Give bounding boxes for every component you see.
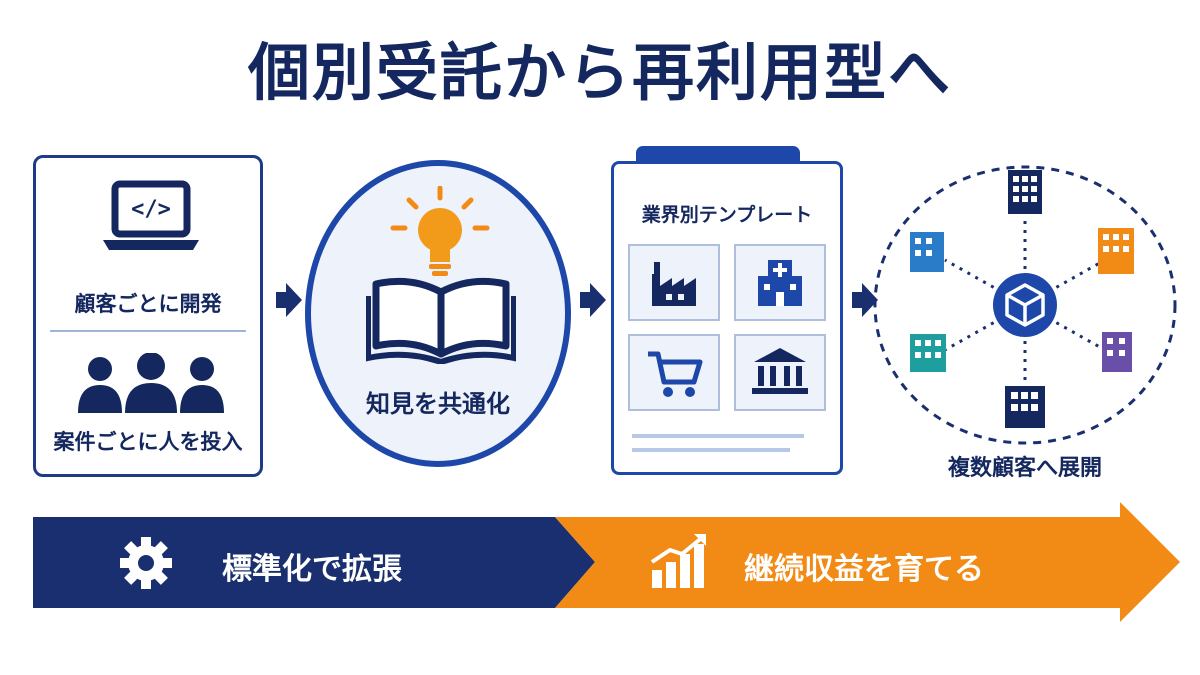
text-line	[632, 434, 804, 438]
stage-custom-development: </> 顧客ごとに開発 案件ごとに人を投入	[33, 155, 263, 477]
revenue-label: 継続収益を育てる	[744, 552, 984, 587]
bank-icon	[752, 348, 808, 394]
people-icon	[78, 353, 224, 413]
text-line	[632, 448, 790, 452]
template-tile-hospital	[734, 244, 826, 321]
building-icon	[1098, 228, 1134, 274]
network-diagram	[873, 165, 1177, 445]
revenue-band	[555, 502, 1180, 622]
stage-multi-client-rollout: 複数顧客へ展開	[870, 160, 1180, 490]
code-glyph: </>	[131, 197, 171, 222]
arrow-right-icon	[276, 283, 302, 317]
template-tile-finance	[734, 334, 826, 411]
cart-icon	[648, 351, 703, 397]
standardize-band	[33, 517, 595, 608]
standardize-label: 標準化で拡張	[222, 552, 402, 587]
building-icon	[1102, 332, 1132, 372]
divider	[50, 330, 246, 332]
building-icon	[1005, 386, 1045, 428]
bottom-banner: 標準化で拡張 継続収益を育てる	[0, 500, 1200, 630]
gear-icon	[120, 537, 172, 589]
building-icon	[910, 232, 944, 272]
building-icon	[910, 334, 946, 372]
stage1-top-label: 顧客ごとに開発	[74, 292, 222, 316]
stage4-label: 複数顧客へ展開	[947, 456, 1102, 481]
laptop-icon: </>	[103, 180, 199, 250]
arrow-right-icon	[852, 283, 878, 317]
arrow-right-icon	[580, 283, 606, 317]
stage1-bottom-label: 案件ごとに人を投入	[53, 430, 243, 454]
lightbulb-icon	[390, 186, 490, 276]
growth-chart-icon	[650, 534, 706, 588]
template-tile-retail	[628, 334, 720, 411]
stage-industry-templates: 業界別テンプレート	[611, 161, 843, 475]
cube-icon	[993, 273, 1057, 337]
stage2-label: 知見を共通化	[366, 390, 510, 418]
open-book-icon	[366, 277, 516, 364]
hospital-icon	[758, 260, 802, 306]
stage-shared-knowledge: 知見を共通化	[305, 160, 571, 467]
page-title: 個別受託から再利用型へ	[247, 36, 952, 109]
template-tile-factory	[628, 244, 720, 321]
building-icon	[1008, 170, 1042, 214]
factory-icon	[652, 262, 696, 306]
stage3-heading: 業界別テンプレート	[641, 204, 813, 226]
